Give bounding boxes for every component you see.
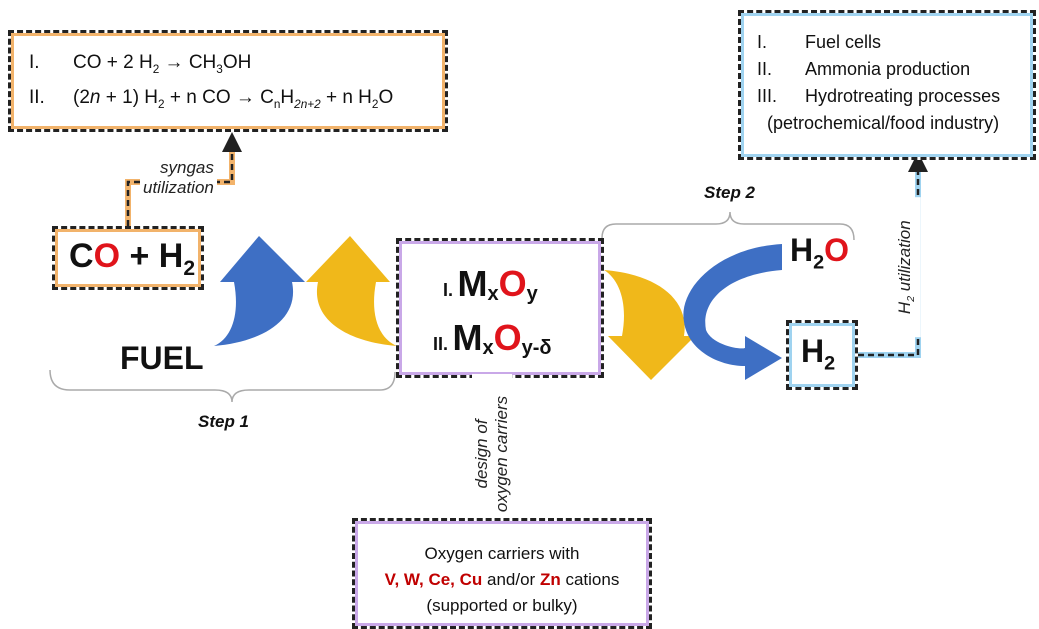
step2-label: Step 2 xyxy=(704,183,756,202)
reaction-text: CO + 2 H xyxy=(73,52,153,73)
reaction-text: H xyxy=(280,86,295,108)
hydrogen-box: H2 xyxy=(786,320,858,390)
step2-brace xyxy=(601,211,855,241)
subscript: y xyxy=(526,283,538,306)
reduced-carrier: II. MxOy-δ xyxy=(433,317,552,360)
reaction-methanol: I. CO + 2 H2 → CH3OH xyxy=(29,49,445,84)
use-item: III. Hydrotreating processes xyxy=(757,83,1033,110)
roman-numeral: II. xyxy=(29,86,45,108)
carriers-cations-line: V, W, Ce, Cu and/or Zn cations xyxy=(355,567,649,593)
subscript: 2 xyxy=(158,97,165,111)
step1-label: Step 1 xyxy=(198,412,250,431)
reaction-fischer-tropsch: II.(2n + 1) H2 + n CO → CnH2n+2 + n H2O xyxy=(29,84,445,119)
roman-numeral: III. xyxy=(757,86,778,106)
roman-numeral: I. xyxy=(757,32,768,52)
step1-brace xyxy=(49,369,396,403)
water-label: H2O xyxy=(790,232,849,274)
use-item: I. Fuel cells xyxy=(757,29,1033,56)
use-text: Hydrotreating processes xyxy=(805,86,1001,106)
subscript: 2 xyxy=(824,352,836,375)
water-to-h2-blue-arrow xyxy=(683,244,782,380)
subscript: 2 xyxy=(152,62,160,76)
reaction-text: OH xyxy=(222,52,252,73)
label-part: utilization xyxy=(894,220,914,296)
formula-oxygen: O xyxy=(824,232,850,268)
oxygen-carriers-box: Oxygen carriers with V, W, Ce, Cu and/or… xyxy=(352,518,652,629)
subscript: 2 xyxy=(813,251,825,274)
formula-part: + H xyxy=(120,237,184,275)
label-line: design of xyxy=(472,419,491,489)
formula-part: H xyxy=(790,232,814,268)
reaction-text: → CH xyxy=(159,52,217,73)
formula-oxygen: O xyxy=(498,263,527,304)
metal-oxide-box: I. MxOy II. MxOy-δ xyxy=(396,238,604,378)
formula-part: M xyxy=(452,317,483,358)
reaction-text: n xyxy=(89,86,101,108)
subscript: n xyxy=(273,97,281,111)
h2-utilization-label: H2 utilization xyxy=(894,197,922,338)
label-line: syngas xyxy=(160,158,214,177)
subscript: x xyxy=(482,337,494,360)
use-note: (petrochemical/food industry) xyxy=(767,113,1000,133)
roman-numeral: I. xyxy=(443,280,454,300)
fuel-label: FUEL xyxy=(120,340,204,376)
label-line: utilization xyxy=(143,178,214,197)
formula-oxygen: O xyxy=(493,317,522,358)
cation-zn: Zn xyxy=(539,570,561,589)
design-carriers-label: design of oxygen carriers xyxy=(472,374,512,534)
roman-numeral: II. xyxy=(757,59,773,79)
carriers-line: Oxygen carriers with xyxy=(424,544,580,563)
subscript: 3 xyxy=(216,62,223,76)
subscript: 2 xyxy=(371,97,379,111)
syngas-reactions-box: I.CO + 2 H2 → CH3OH II.(2n + 1) H2 + n C… xyxy=(8,30,448,132)
reaction-text: + n CO → C xyxy=(164,86,274,108)
h2-uses-box: I. Fuel cells II. Ammonia production III. H… xyxy=(738,10,1036,160)
subscript: 2 xyxy=(905,295,918,302)
label-part: H xyxy=(894,301,914,315)
roman-numeral: I. xyxy=(29,52,40,73)
use-text: Fuel cells xyxy=(805,32,882,52)
subscript: y-δ xyxy=(521,337,552,360)
cations-list: V, W, Ce, Cu xyxy=(384,570,483,589)
formula-part: M xyxy=(457,263,488,304)
co-h2-box: CO + H2 xyxy=(52,226,204,290)
reaction-text: + n H xyxy=(320,86,372,108)
oxide-to-co-gold-arrow xyxy=(306,236,397,372)
label-line: oxygen carriers xyxy=(492,395,511,513)
carriers-text: cations xyxy=(560,570,620,589)
reaction-text: (2 xyxy=(73,86,90,108)
carriers-line: (supported or bulky) xyxy=(426,596,578,615)
carriers-text: and/or xyxy=(482,570,540,589)
roman-numeral: II. xyxy=(433,334,449,354)
subscript: 2 xyxy=(183,256,196,280)
use-item: II. Ammonia production xyxy=(757,56,1033,83)
reaction-text: O xyxy=(378,86,394,108)
subscript: x xyxy=(487,283,499,306)
formula-part: H xyxy=(801,333,825,369)
subscript: 2n+2 xyxy=(294,97,321,111)
oxidized-carrier: I. MxOy xyxy=(443,263,538,306)
syngas-utilization-label: syngas utilization xyxy=(140,158,217,198)
formula-part: C xyxy=(69,237,94,275)
use-text: Ammonia production xyxy=(805,59,971,79)
formula-oxygen: O xyxy=(93,237,121,275)
oxide-from-water-gold-arrow xyxy=(604,244,695,380)
fuel-to-co-blue-arrow xyxy=(214,236,305,372)
reaction-text: + 1) H xyxy=(100,86,159,108)
